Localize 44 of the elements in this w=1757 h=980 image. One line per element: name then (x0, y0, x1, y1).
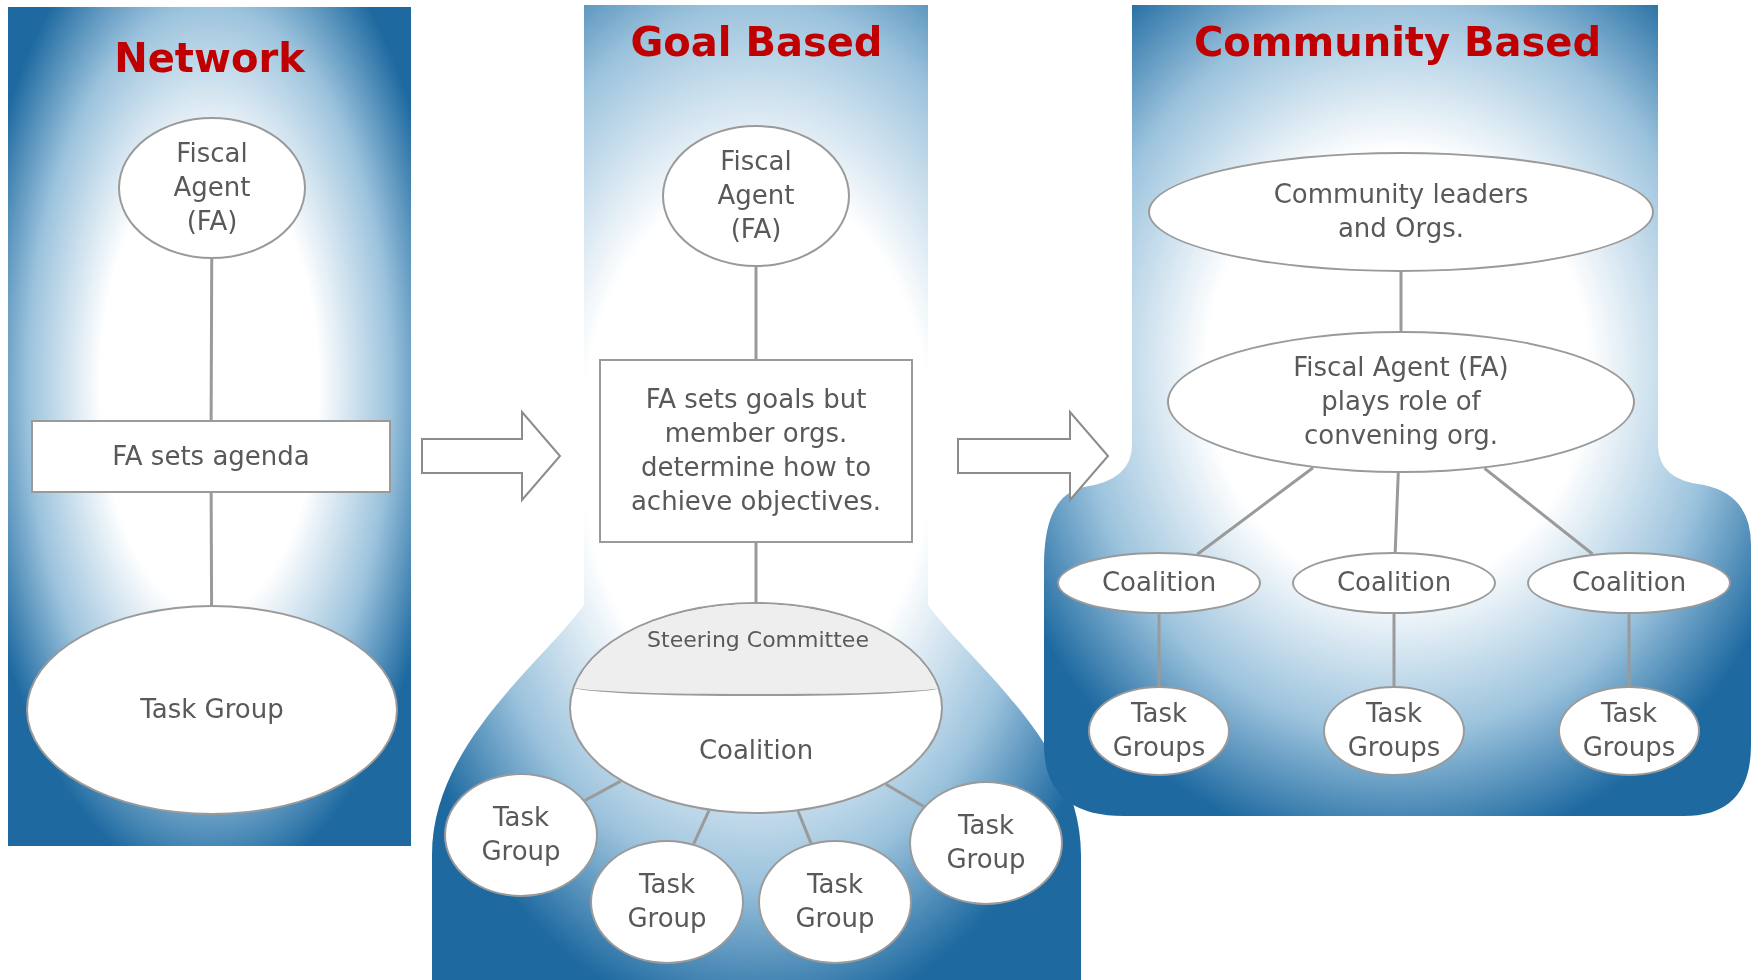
panel-title: Network (113, 35, 307, 81)
connector-line (1393, 472, 1400, 553)
panel-title: Community Based (1193, 19, 1602, 65)
node-label: FA sets agenda (111, 439, 311, 473)
node-label: Community leaders and Orgs. (1272, 178, 1530, 245)
connector-line (1157, 614, 1161, 686)
node-label: Task Groups (1346, 697, 1442, 764)
block-arrow (421, 409, 562, 503)
node-label: Task Groups (1581, 697, 1677, 764)
connector-line (1627, 614, 1631, 686)
connector-line (1483, 467, 1594, 556)
connector-line (754, 543, 758, 602)
block-arrow (957, 409, 1110, 503)
gradient-panel (432, 5, 1081, 980)
process-box (599, 359, 913, 543)
node-label: Task Group (626, 868, 708, 935)
connector-line (209, 259, 214, 420)
node-label: Coalition (1100, 566, 1218, 600)
node-label: Task Group (139, 693, 285, 727)
connector-line (209, 493, 214, 605)
node-label: Task Groups (1111, 697, 1207, 764)
node-label: Coalition (1335, 566, 1453, 600)
node-label: FA sets goals but member orgs. determine how to achieve objectives. (629, 383, 883, 518)
gradient-panel (1044, 5, 1751, 816)
node-label: Coalition (1570, 566, 1688, 600)
node-label: Steering Committee (646, 626, 870, 654)
node-label: Fiscal Agent (FA) (172, 137, 252, 238)
connector-line (1196, 466, 1314, 556)
connector-line (796, 810, 813, 844)
process-box (31, 420, 391, 493)
node-label: Task Group (945, 809, 1027, 876)
gradient-panel (8, 7, 411, 846)
connector-line (584, 779, 622, 802)
node-label: Task Group (480, 801, 562, 868)
node-label: Fiscal Agent (FA) plays role of convening org. (1292, 351, 1510, 452)
connector-line (754, 267, 758, 359)
connector-line (1399, 272, 1403, 331)
panel-title: Goal Based (629, 19, 884, 65)
connector-line (692, 809, 711, 845)
node-label: Task Group (794, 868, 876, 935)
connector-line (1392, 614, 1396, 686)
node-label: Coalition (697, 734, 815, 768)
connector-line (885, 782, 925, 808)
node-label: Fiscal Agent (FA) (716, 145, 796, 246)
